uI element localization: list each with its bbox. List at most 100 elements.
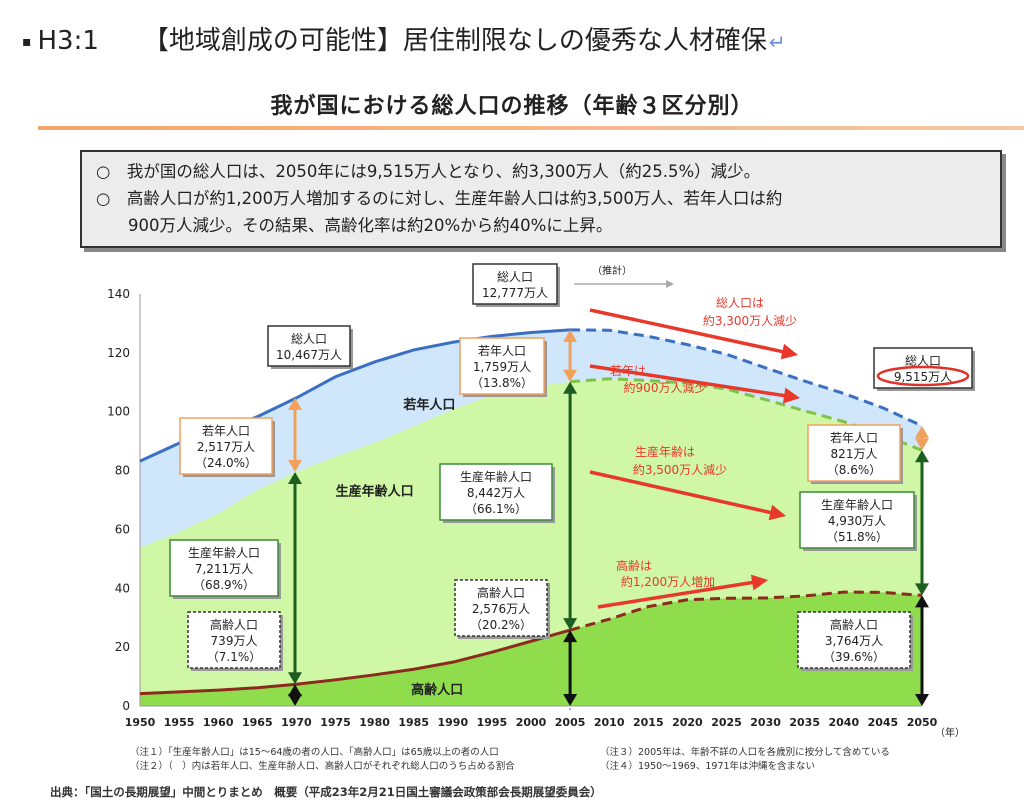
callout-2050-working-line: 4,930万人 [828, 514, 886, 528]
trend-label-total-1: 総人口は [716, 296, 764, 310]
callout-1970-total-line: 10,467万人 [276, 348, 342, 362]
x-tick-label: 1975 [320, 716, 351, 729]
callout-2005-young-line: 1,759万人 [473, 360, 531, 374]
x-tick-label: 1990 [437, 716, 468, 729]
area-elderly [140, 592, 922, 706]
callout-1970-elderly-line: 高齢人口 [210, 617, 258, 632]
trend-arrow-young [589, 364, 788, 398]
x-tick-label: 2040 [828, 716, 859, 729]
callout-2050-working-line: （51.8%） [826, 530, 888, 544]
callout-2005-working-line: 8,442万人 [467, 486, 525, 500]
y-tick-label: 60 [115, 522, 130, 536]
trend-label-young-2: 約900万人減少 [624, 380, 707, 395]
callout-2050-elderly-line: 3,764万人 [825, 634, 883, 648]
chart-title: 我が国における総人口の推移（年齢３区分別） [270, 94, 754, 119]
young-span-arrow-2050-head-top [915, 425, 929, 438]
callout-1970-working [169, 539, 279, 597]
callout-2050-elderly-line: 高齢人口 [830, 617, 878, 632]
callout-2050-young-line: 若年人口 [830, 431, 878, 445]
y-tick-label: 0 [122, 699, 130, 713]
callout-2005-total [472, 263, 558, 305]
callout-1970-working-line: 7,211万人 [195, 562, 253, 576]
working-span-arrow-2005-head-top [563, 381, 578, 394]
trend-label-young-1: 若年は [610, 364, 646, 378]
callout-2050-total-line: 9,515万人 [894, 370, 952, 384]
callout-1970-total-line: 総人口 [291, 332, 327, 346]
elderly-line-actual [139, 628, 571, 696]
summary-line-1: ○ 我が国の総人口は、2050年には9,515万人となり、約3,300万人（約2… [96, 162, 761, 181]
trend-arrow-young-head [782, 387, 800, 404]
elderly-span-arrow-1970-head-bottom [288, 694, 302, 706]
summary-box: ○ 我が国の総人口は、2050年には9,515万人となり、約3,300万人（約2… [80, 150, 1002, 248]
elderly-span-arrow-2005-head-top [563, 630, 578, 643]
callout-1970-working-line: （68.9%） [193, 578, 255, 592]
y-tick-label: 40 [115, 581, 130, 595]
callout-2005-working [439, 463, 553, 521]
title-rule [38, 126, 1024, 130]
x-axis-unit: （年） [935, 726, 965, 739]
footnote-2: （注２）（ ）内は若年人口、生産年齢人口、高齢人口がそれぞれ総人口のうち占める割… [130, 761, 515, 772]
total-line-projected [570, 328, 923, 428]
trend-label-elderly-1: 高齢は [616, 558, 652, 573]
trend-arrow-total [589, 308, 786, 355]
working-span-arrow-2050-head-top [915, 450, 929, 463]
y-tick-label: 80 [115, 464, 130, 478]
callout-2050-working-line: 生産年齢人口 [821, 497, 893, 512]
trend-label-working-1: 生産年齢は [635, 444, 695, 459]
y-tick-label: 100 [107, 405, 130, 419]
callout-2050-elderly [797, 611, 911, 669]
callout-2050-young-line: （8.6%） [827, 463, 882, 477]
x-tick-label: 1965 [242, 716, 273, 729]
x-tick-label: 1980 [359, 716, 390, 729]
x-tick-label: 1995 [477, 716, 508, 729]
working-span-arrow-2050-head-bottom [915, 583, 929, 596]
trend-arrow-working [589, 470, 775, 516]
callout-1970-young-line: 若年人口 [202, 424, 250, 438]
slide-code: H3:1 [37, 26, 99, 56]
callout-1970-total [267, 325, 351, 367]
callout-2005-working-line: 生産年齢人口 [460, 469, 532, 484]
callout-1970-elderly-line: （7.1%） [207, 650, 262, 664]
trend-arrow-elderly [597, 579, 759, 609]
x-tick-label: 2045 [868, 716, 899, 729]
callout-2005-elderly-line: 2,576万人 [472, 602, 530, 616]
x-tick-label: 2015 [633, 716, 664, 729]
callout-2005-young-line: 若年人口 [478, 344, 526, 358]
x-tick-label: 1960 [203, 716, 234, 729]
callout-2005-young-line: （13.8%） [471, 376, 533, 390]
callout-1970-young-line: （24.0%） [195, 456, 257, 470]
area-working [140, 378, 922, 694]
callout-1970-young [179, 417, 273, 475]
young-span-arrow-2005-head-bottom [563, 369, 578, 382]
working-span-arrow-1970-head-top [288, 472, 302, 485]
footnote-3: （注３）2005年は、年齢不詳の人口を各歳別に按分して含めている [600, 747, 890, 758]
trend-arrow-working-head [768, 504, 786, 521]
working-span-arrow-1970-head-bottom [288, 672, 302, 685]
callout-1970-elderly [187, 611, 281, 669]
trend-label-total-2: 約3,300万人減少 [703, 313, 797, 328]
callout-2005-total-line: 総人口 [497, 270, 533, 284]
callout-2050-elderly-line: （39.6%） [823, 650, 885, 664]
callout-1970-working-line: 生産年齢人口 [188, 545, 260, 560]
footnote-1: （注１）「生産年齢人口」は15～64歳の者の人口、「高齢人口」は65歳以上の者の… [130, 747, 499, 758]
x-tick-label: 1985 [398, 716, 429, 729]
trend-label-working-2: 約3,500万人減少 [633, 462, 727, 477]
elderly-span-arrow-2005-head-bottom [563, 694, 578, 706]
callout-2050-total-line: 総人口 [905, 354, 941, 368]
y-tick-label: 120 [107, 346, 130, 360]
trend-label-elderly-2: 約1,200万人増加 [621, 574, 715, 589]
callout-1970-elderly-line: 739万人 [211, 634, 258, 648]
trend-arrow-elderly-head [750, 574, 768, 591]
elderly-span-arrow-2050-head-bottom [915, 694, 929, 706]
x-tick-label: 2010 [594, 716, 625, 729]
elderly-line-projected [569, 590, 923, 632]
return-mark-icon: ↵ [768, 30, 786, 54]
young-span-arrow-1970-head-bottom [288, 460, 302, 473]
y-tick-label: 20 [115, 640, 130, 654]
callout-2050-working [799, 491, 915, 549]
working-span-arrow-2005-head-bottom [563, 618, 578, 631]
area-label-young: 若年人口 [402, 397, 455, 413]
callout-2005-elderly-line: 高齢人口 [477, 585, 525, 600]
x-tick-label: 2050 [907, 716, 938, 729]
